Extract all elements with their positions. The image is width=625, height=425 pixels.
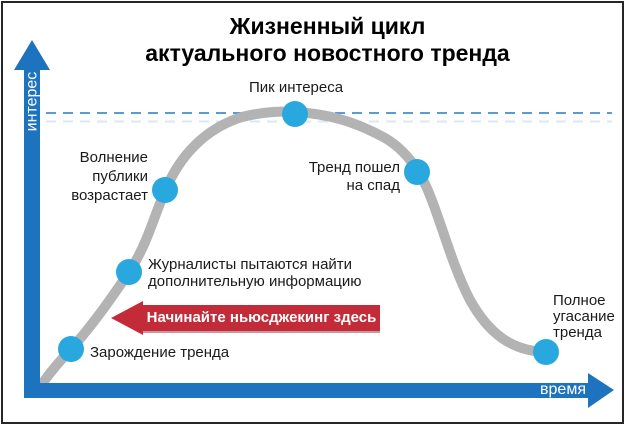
x-axis-arrow-icon — [588, 373, 614, 408]
y-axis-label: интерес — [23, 71, 41, 132]
x-axis-label: время — [540, 381, 586, 398]
chart-title-line-1: Жизненный цикл — [229, 13, 426, 39]
label-excitement: Волнение публики возрастает — [71, 149, 148, 204]
data-point-excitement — [152, 177, 178, 203]
left-arrow-icon — [111, 301, 143, 335]
data-point-decline — [404, 159, 430, 185]
data-point-peak — [282, 101, 308, 127]
y-axis-bar — [24, 66, 40, 398]
x-axis — [24, 373, 614, 408]
data-point-fade — [533, 339, 559, 365]
newsjacking-banner-label: Начинайте ньюсджекинг здесь — [146, 309, 377, 326]
y-axis-arrow-icon — [14, 40, 50, 70]
chart-title: Жизненный цикл актуального новостного тр… — [40, 13, 615, 67]
data-point-journalists — [116, 259, 142, 285]
label-fade: Полное угасание тренда — [553, 292, 615, 341]
trend-curve — [35, 106, 551, 392]
label-decline: Тренд пошел на спад — [308, 159, 400, 194]
newsjacking-banner: Начинайте ньюсджекинг здесь — [111, 301, 380, 335]
y-axis — [14, 40, 50, 398]
label-journalists: Журналисты пытаются найти дополнительную… — [148, 256, 362, 290]
x-axis-bar — [24, 383, 589, 398]
label-peak: Пик интереса — [248, 79, 344, 96]
chart-title-line-2: актуального новостного тренда — [145, 40, 510, 66]
label-birth: Зарождение тренда — [90, 344, 230, 361]
data-point-birth — [58, 336, 84, 362]
